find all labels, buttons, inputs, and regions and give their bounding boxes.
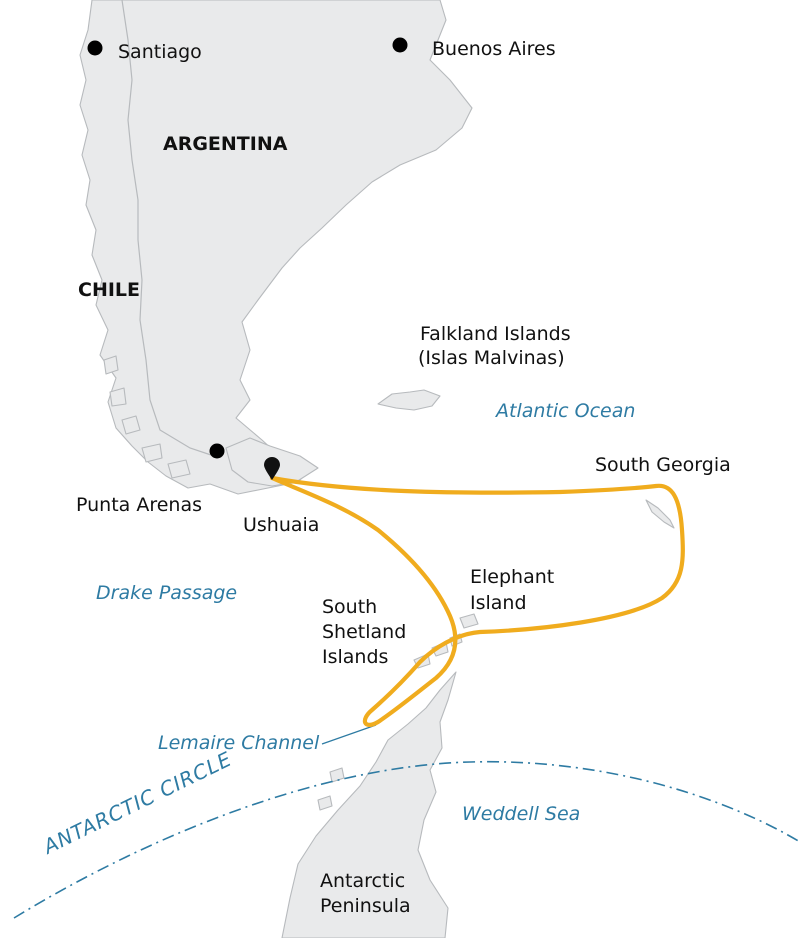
- label-falkland-line1: Falkland Islands: [420, 323, 571, 345]
- label-shetland-line1: South: [322, 596, 378, 618]
- city-dot-icon: [209, 443, 225, 459]
- fjord-island: [103, 355, 119, 375]
- label-shetland-line2: Shetland: [322, 621, 407, 643]
- label-elephant-line1: Elephant: [470, 566, 555, 588]
- label-argentina: ARGENTINA: [163, 133, 288, 155]
- label-weddell-sea: Weddell Sea: [462, 803, 581, 825]
- antarctic-peninsula: [281, 671, 457, 938]
- label-buenos-aires: Buenos Aires: [432, 38, 556, 60]
- label-elephant-line2: Island: [470, 592, 527, 614]
- lemaire-leader-line: [321, 724, 377, 745]
- label-shetland-line3: Islands: [322, 646, 389, 668]
- fjord-island: [121, 415, 141, 435]
- south-america-landmass: [79, 0, 473, 495]
- peninsula-island: [329, 767, 345, 783]
- ushuaia-pin-icon: [264, 457, 280, 480]
- fjord-island: [167, 459, 191, 479]
- fjord-island: [141, 443, 163, 463]
- antarctic-circle-line: [13, 760, 800, 919]
- falkland-islands: [377, 389, 441, 411]
- label-peninsula-line1: Antarctic: [320, 870, 406, 892]
- fjord-island: [109, 387, 127, 407]
- label-south-georgia: South Georgia: [595, 454, 731, 476]
- label-falkland-line2: (Islas Malvinas): [418, 347, 565, 369]
- city-dot-icon: [87, 40, 103, 56]
- peninsula-island: [317, 795, 333, 811]
- label-atlantic-ocean: Atlantic Ocean: [496, 400, 636, 422]
- south-georgia-island: [645, 499, 675, 529]
- expedition-route: [269, 475, 685, 727]
- label-chile: CHILE: [78, 279, 141, 301]
- label-lemaire-channel: Lemaire Channel: [158, 732, 320, 754]
- city-dot-icon: [392, 37, 408, 53]
- label-peninsula-line2: Peninsula: [320, 895, 411, 917]
- label-ushuaia: Ushuaia: [243, 514, 320, 536]
- chile-argentina-border: [121, 0, 215, 457]
- label-punta-arenas: Punta Arenas: [76, 494, 203, 516]
- label-santiago: Santiago: [118, 41, 202, 63]
- elephant-island: [459, 613, 479, 629]
- label-drake-passage: Drake Passage: [96, 582, 238, 604]
